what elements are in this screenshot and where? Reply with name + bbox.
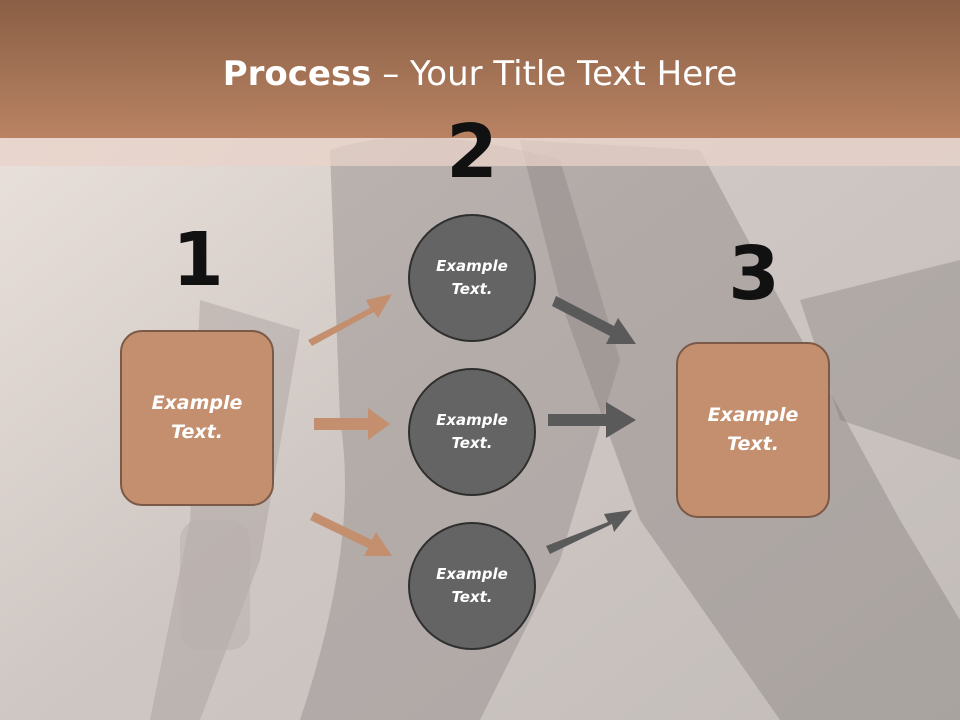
step-2-circle-top: Example Text. bbox=[408, 214, 536, 342]
step-2-circle-middle: Example Text. bbox=[408, 368, 536, 496]
step-3-box: Example Text. bbox=[676, 342, 830, 518]
step-2-top-text: Example Text. bbox=[436, 257, 508, 298]
arrow-1-to-2a bbox=[308, 294, 392, 346]
step-1-text: Example Text. bbox=[151, 392, 243, 443]
arrow-1-to-2c bbox=[310, 512, 392, 556]
step-3-number: 3 bbox=[728, 231, 780, 317]
arrow-2b-to-3 bbox=[548, 402, 636, 438]
title-bold: Process bbox=[222, 54, 372, 94]
step-2-circle-bottom: Example Text. bbox=[408, 522, 536, 650]
arrow-2a-to-3 bbox=[552, 296, 636, 344]
arrow-2c-to-3 bbox=[546, 510, 632, 554]
page-title: Process – Your Title Text Here bbox=[0, 52, 960, 96]
step-2-middle-text: Example Text. bbox=[436, 411, 508, 452]
step-2-number: 2 bbox=[446, 109, 498, 195]
step-3-text: Example Text. bbox=[707, 404, 799, 455]
arrow-1-to-2b bbox=[314, 408, 390, 440]
step-1-number: 1 bbox=[172, 217, 224, 303]
title-rest: – Your Title Text Here bbox=[371, 54, 738, 94]
step-2-bottom-text: Example Text. bbox=[436, 565, 508, 606]
step-1-box: Example Text. bbox=[120, 330, 274, 506]
